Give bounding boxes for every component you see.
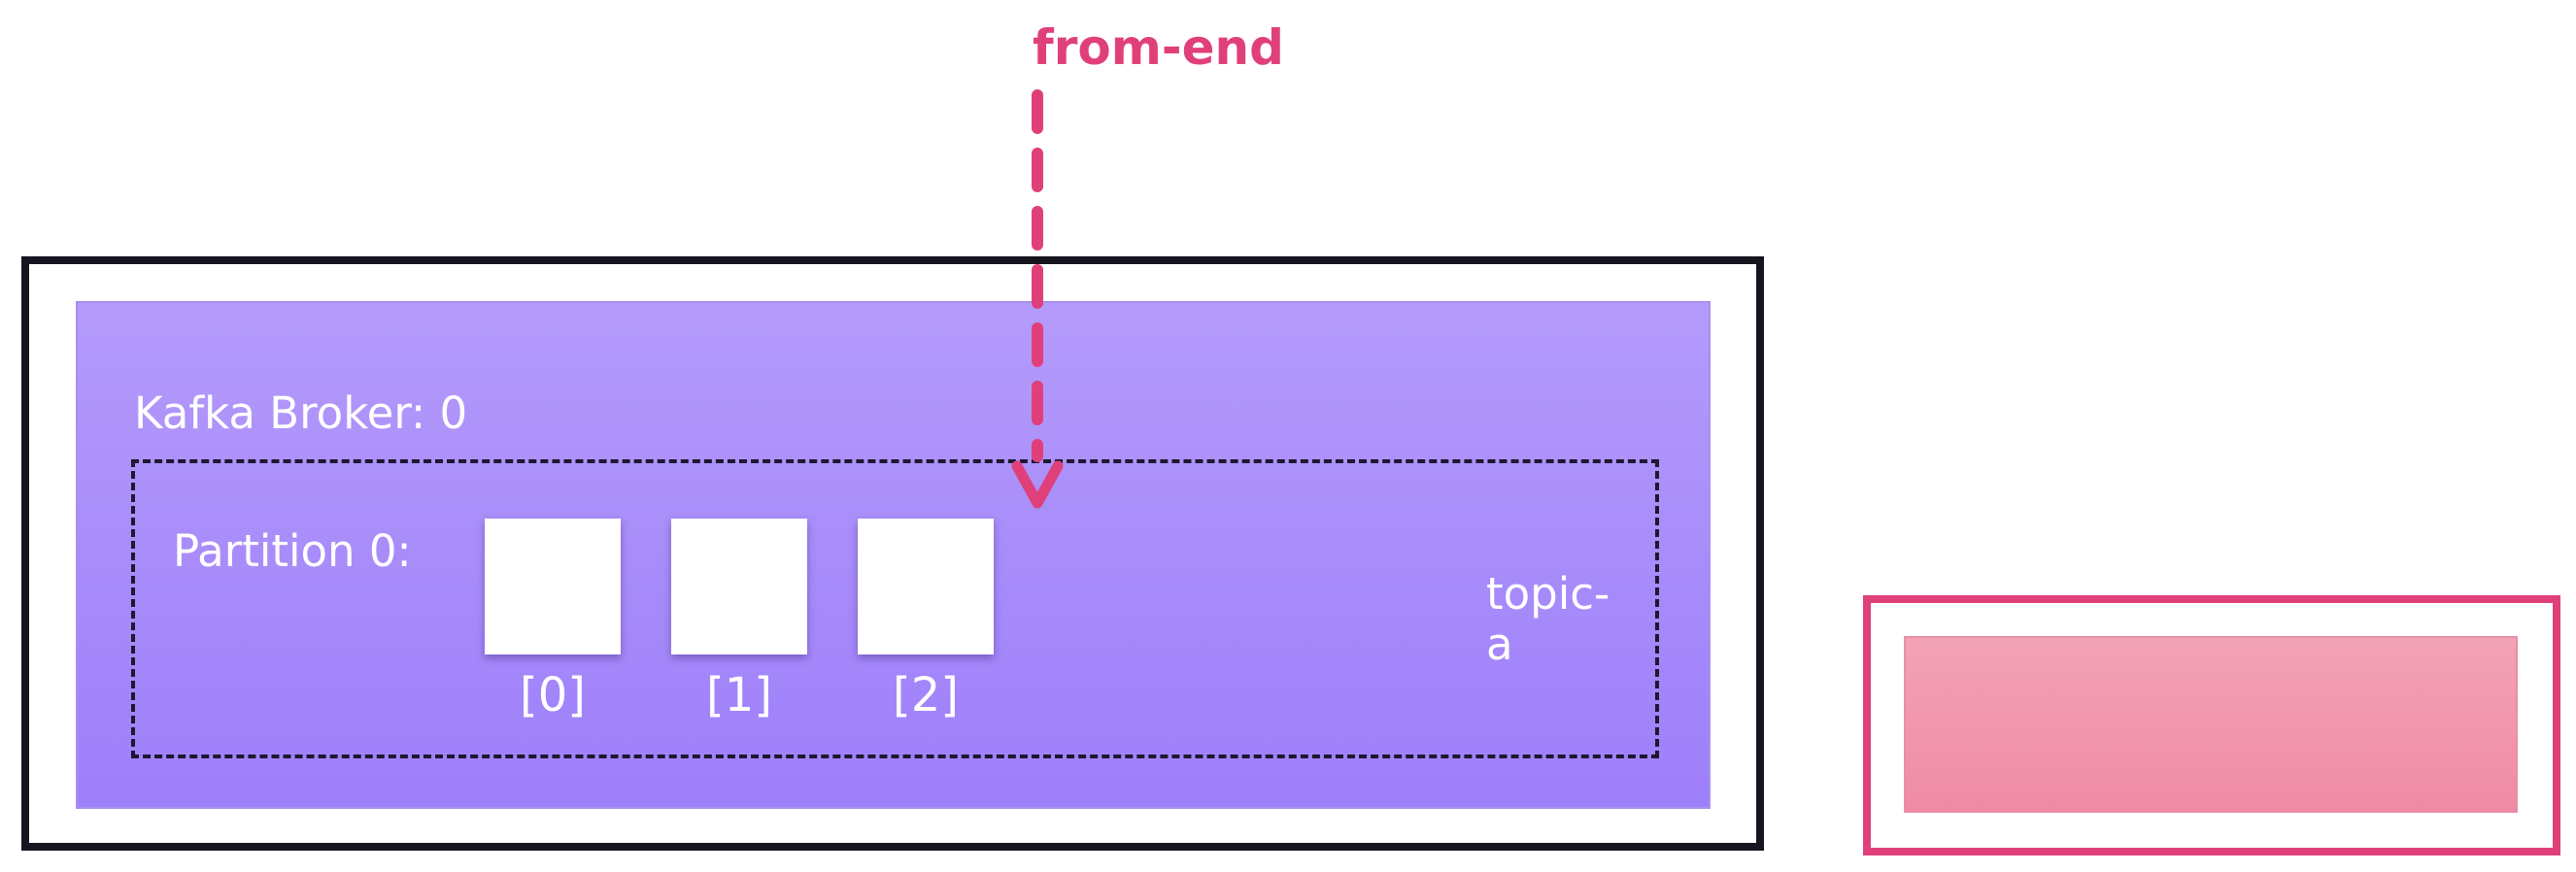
consumer-box xyxy=(1904,636,2518,813)
topic-label: topic- a xyxy=(1486,569,1612,670)
topic-label-line-1: topic- xyxy=(1486,568,1610,620)
offset-label-0: [0] xyxy=(520,668,586,722)
partition-label: Partition 0: xyxy=(173,525,412,577)
from-end-arrow-icon xyxy=(1011,89,1064,509)
message-box-2 xyxy=(858,519,994,654)
from-end-label: from-end xyxy=(1033,19,1284,76)
topic-label-line-2: a xyxy=(1486,619,1513,670)
partition-dashed-box xyxy=(131,459,1659,758)
message-box-1 xyxy=(671,519,807,654)
broker-label: Kafka Broker: 0 xyxy=(134,387,468,439)
message-box-0 xyxy=(485,519,621,654)
arrow-head xyxy=(1011,460,1064,509)
offset-label-1: [1] xyxy=(706,668,772,722)
offset-label-2: [2] xyxy=(893,668,959,722)
